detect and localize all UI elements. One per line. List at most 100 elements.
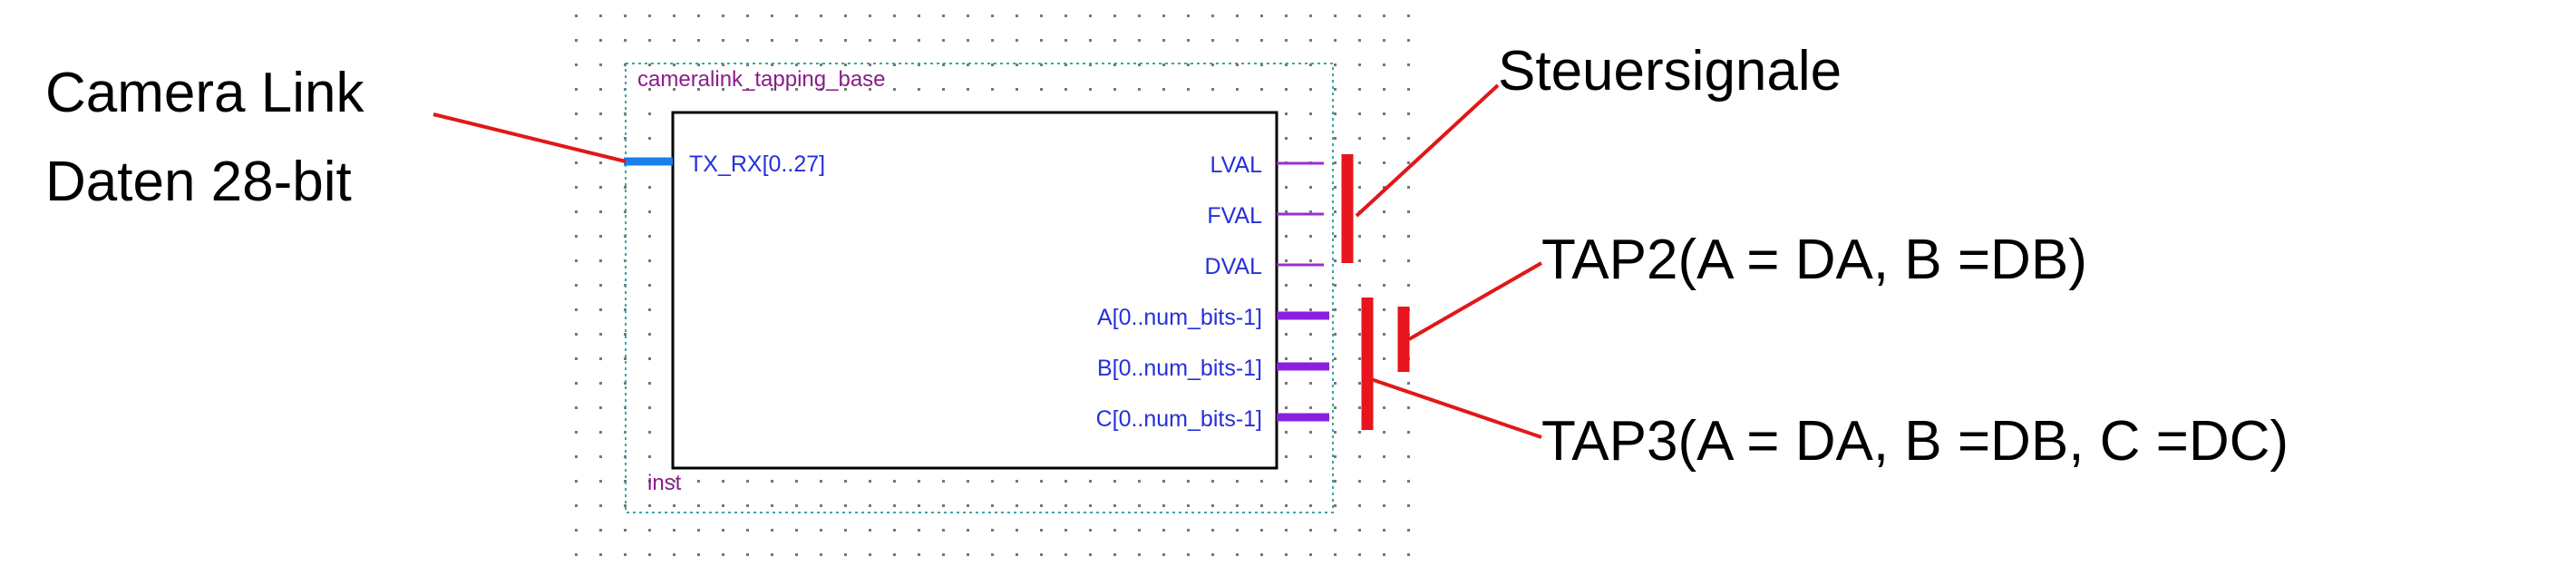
grid-dot <box>1040 504 1043 507</box>
grid-dot <box>722 39 724 42</box>
grid-dot <box>1162 529 1165 532</box>
grid-dot <box>599 382 602 385</box>
grid-dot <box>1285 112 1288 115</box>
grid-dot <box>1187 480 1190 483</box>
grid-dot <box>697 88 700 91</box>
label-camera-link: Camera Link <box>45 62 365 124</box>
grid-dot <box>1016 504 1018 507</box>
grid-dot <box>575 455 578 458</box>
grid-dot <box>599 63 602 66</box>
grid-dot <box>1211 553 1214 556</box>
grid-dot <box>967 15 969 17</box>
grid-dot <box>1309 284 1312 287</box>
grid-dot <box>624 333 627 336</box>
grid-dot <box>1334 333 1337 336</box>
label-daten-28-bit: Daten 28-bit <box>45 151 352 213</box>
grid-dot <box>746 39 749 42</box>
grid-dot <box>1309 39 1312 42</box>
grid-dot <box>1407 553 1410 556</box>
grid-dot <box>648 210 651 213</box>
callout-line-tap2 <box>1408 261 1542 341</box>
grid-dot <box>771 63 773 66</box>
grid-dot <box>918 88 920 91</box>
grid-dot <box>648 480 651 483</box>
grid-dot <box>1358 406 1361 409</box>
grid-dot <box>1089 15 1092 17</box>
grid-dot <box>1285 382 1288 385</box>
grid-dot <box>820 88 822 91</box>
grid-dot <box>795 88 798 91</box>
grid-dot <box>1407 235 1410 238</box>
grid-dot <box>1089 39 1092 42</box>
grid-dot <box>1358 333 1361 336</box>
grid-dot <box>1334 553 1337 556</box>
grid-dot <box>1016 39 1018 42</box>
grid-dot <box>648 259 651 262</box>
grid-dot <box>918 529 920 532</box>
grid-dot <box>893 88 896 91</box>
grid-dot <box>1260 480 1263 483</box>
grid-dot <box>599 504 602 507</box>
grid-dot <box>648 88 651 91</box>
grid-dot <box>1285 88 1288 91</box>
grid-dot <box>1407 137 1410 140</box>
grid-dot <box>1138 39 1141 42</box>
grid-dot <box>1138 553 1141 556</box>
grid-dot <box>1064 504 1067 507</box>
grid-dot <box>1358 553 1361 556</box>
grid-dot <box>1211 15 1214 17</box>
grid-dot <box>1064 480 1067 483</box>
grid-dot <box>648 284 651 287</box>
grid-dot <box>991 88 994 91</box>
grid-dot <box>697 39 700 42</box>
grid-dot <box>1309 63 1312 66</box>
grid-dot <box>599 39 602 42</box>
grid-dot <box>820 63 822 66</box>
grid-dot <box>869 88 871 91</box>
grid-dot <box>795 39 798 42</box>
grid-dot <box>1309 431 1312 434</box>
grid-dot <box>1358 259 1361 262</box>
grid-dot <box>1358 431 1361 434</box>
grid-dot <box>1407 39 1410 42</box>
grid-dot <box>648 63 651 66</box>
grid-dot <box>1285 455 1288 458</box>
grid-dot <box>1407 504 1410 507</box>
grid-dot <box>820 480 822 483</box>
grid-dot <box>697 480 700 483</box>
grid-dot <box>648 529 651 532</box>
grid-dot <box>1260 529 1263 532</box>
grid-dot <box>893 15 896 17</box>
grid-dot <box>624 15 627 17</box>
grid-dot <box>869 504 871 507</box>
grid-dot <box>599 210 602 213</box>
grid-dot <box>1407 210 1410 213</box>
grid-dot <box>624 382 627 385</box>
grid-dot <box>893 480 896 483</box>
grid-dot <box>1260 63 1263 66</box>
grid-dot <box>1162 480 1165 483</box>
grid-dot <box>844 88 847 91</box>
grid-dot <box>1407 88 1410 91</box>
grid-dot <box>1113 15 1116 17</box>
grid-dot <box>771 553 773 556</box>
grid-dot <box>1334 284 1337 287</box>
grid-dot <box>746 529 749 532</box>
grid-dot <box>1358 382 1361 385</box>
label-tap2: TAP2(A = DA, B =DB) <box>1541 229 2087 291</box>
grid-dot <box>599 357 602 360</box>
grid-dot <box>942 504 945 507</box>
label-steuersignale: Steuersignale <box>1498 40 1842 103</box>
grid-dot <box>1211 504 1214 507</box>
grid-dot <box>1383 333 1385 336</box>
grid-dot <box>991 553 994 556</box>
grid-dot <box>1334 15 1337 17</box>
grid-dot <box>673 39 676 42</box>
grid-dot <box>575 15 578 17</box>
grid-dot <box>1334 63 1337 66</box>
grid-dot <box>1016 480 1018 483</box>
grid-dot <box>1187 504 1190 507</box>
grid-dot <box>991 529 994 532</box>
grid-dot <box>1358 455 1361 458</box>
output-port-label-5: C[0..num_bits-1] <box>1096 406 1262 432</box>
